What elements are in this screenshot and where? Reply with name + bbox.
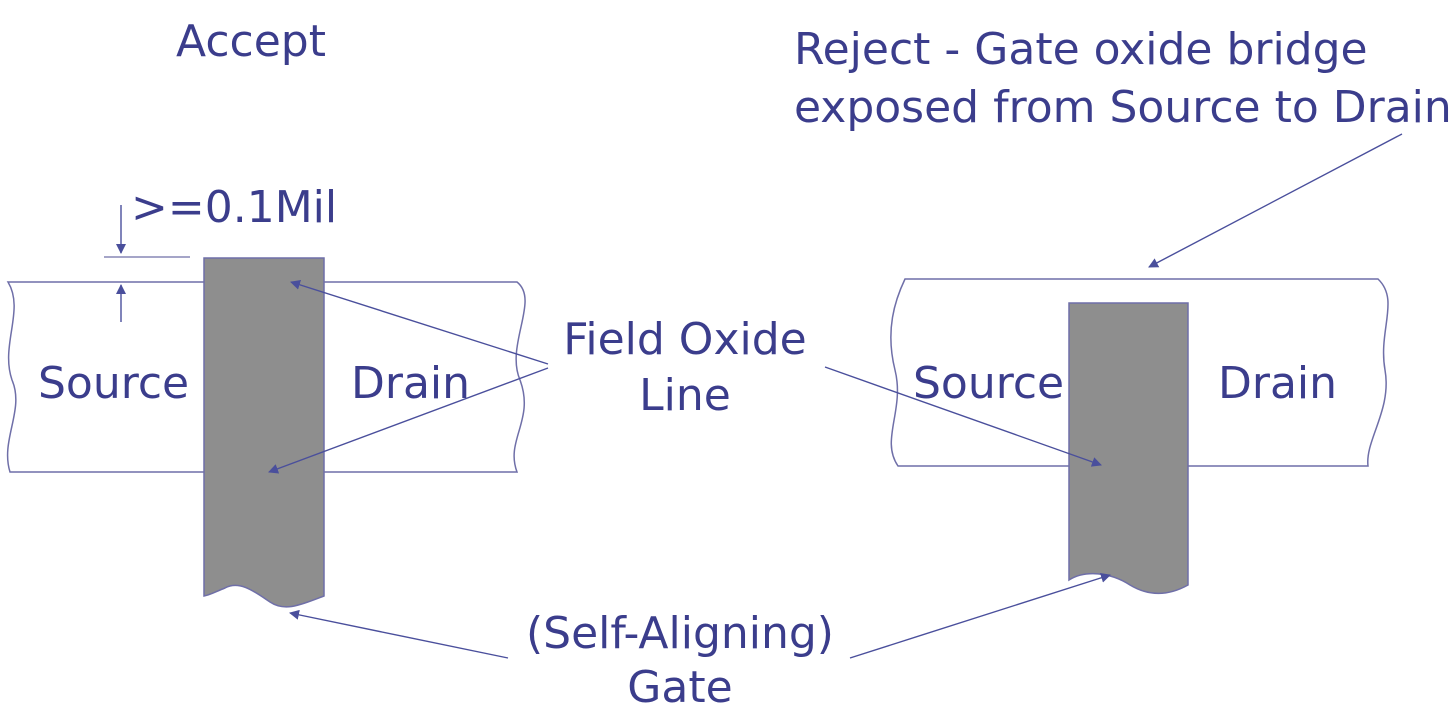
field-oxide-pointer-right <box>824 366 1102 467</box>
gate-label-line-2: Gate <box>627 662 733 713</box>
right-source-label: Source <box>913 358 1065 409</box>
reject-title-line-1: Reject - Gate oxide bridge <box>794 24 1368 75</box>
right-gate <box>1068 302 1189 594</box>
field-oxide-label-line-2: Line <box>639 370 731 421</box>
gate-pointer-right <box>849 572 1111 659</box>
dimension-label: >=0.1Mil <box>131 182 338 233</box>
left-drain-label: Drain <box>351 358 471 409</box>
field-oxide-pointer-top <box>290 279 549 365</box>
reject-title-line-2: exposed from Source to Drain <box>794 82 1452 133</box>
reject-pointer <box>1148 133 1403 268</box>
field-oxide-pointer-bottom <box>268 367 549 474</box>
right-drain-label: Drain <box>1218 358 1338 409</box>
gate-pointer-left <box>289 609 509 659</box>
field-oxide-label-line-1: Field Oxide <box>563 314 807 365</box>
left-source-label: Source <box>38 358 190 409</box>
left-gate <box>203 257 325 608</box>
gate-label-line-1: (Self-Aligning) <box>526 608 834 659</box>
accept-title: Accept <box>176 16 326 67</box>
